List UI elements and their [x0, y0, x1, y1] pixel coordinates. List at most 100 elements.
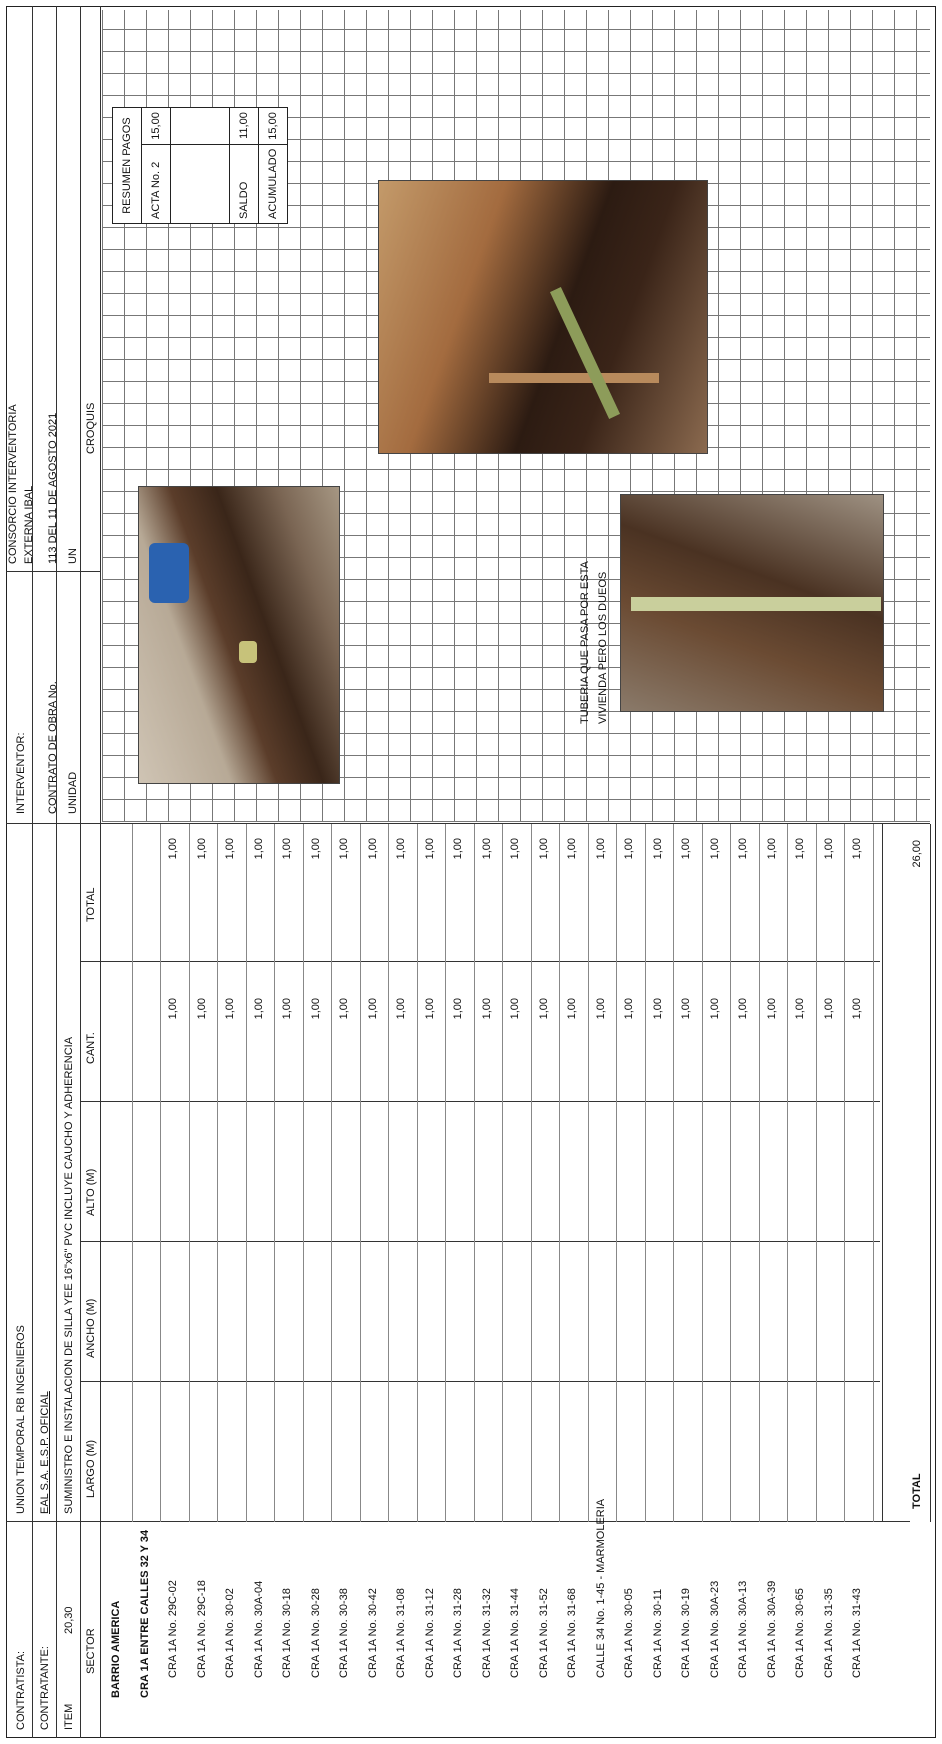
col-croquis: CROQUIS	[85, 402, 97, 454]
row-cant: 1,00	[309, 998, 322, 1020]
item-label: ITEM	[63, 1703, 75, 1730]
row-sector: CRA 1A No. 30-65	[794, 1588, 806, 1678]
unidad-value: UN	[67, 548, 79, 564]
total-value: 26,00	[911, 840, 923, 868]
item-value: 20,30	[63, 1606, 75, 1634]
row-sector: CRA 1A No. 30-38	[338, 1588, 350, 1678]
pipe	[549, 287, 621, 419]
row-cant: 1,00	[167, 998, 179, 1020]
row-cant: 1,00	[566, 998, 578, 1020]
annotation-line-2: VIVIENDA PERO LOS DUEOS	[597, 571, 609, 724]
pipe-fitting	[239, 641, 257, 663]
photo-trench-2	[378, 180, 708, 454]
row-cant: 1,00	[395, 998, 407, 1020]
col-cant: CANT.	[85, 1032, 97, 1064]
header-divider	[6, 571, 100, 572]
row-cant: 1,00	[623, 998, 635, 1020]
row-sector: CRA 1A No. 31-12	[423, 1588, 436, 1678]
row-cant: 1,00	[509, 998, 521, 1020]
row-total: 1,00	[452, 838, 464, 860]
summary-title: RESUMEN PAGOS	[112, 107, 142, 224]
wood-post	[489, 373, 659, 383]
row-sector: CRA 1A No. 30A-39	[765, 1580, 778, 1678]
total-rule	[930, 824, 931, 1522]
row-sector: CRA 1A ENTRE CALLES 32 Y 34	[138, 1529, 151, 1698]
row-cant: 1,00	[224, 998, 236, 1020]
col-total: TOTAL	[85, 887, 97, 922]
item-description: SUMINISTRO E INSTALACION DE SILLA YEE 16…	[63, 1036, 75, 1514]
contratista-label: CONTRATISTA:	[15, 1650, 27, 1730]
row-sector: CRA 1A No. 30A-23	[708, 1580, 721, 1678]
row-sector: CRA 1A No. 31-32	[480, 1588, 493, 1678]
row-sector: CRA 1A No. 30-42	[366, 1588, 379, 1678]
row-cant: 1,00	[252, 998, 265, 1020]
row-total: 1,00	[509, 838, 521, 860]
table-row: CRA 1A ENTRE CALLES 32 Y 34	[133, 824, 161, 1738]
row-sector: CRA 1A No. 30-28	[309, 1588, 322, 1678]
saldo-label: SALDO	[229, 144, 259, 224]
row-sector: CRA 1A No. 31-35	[822, 1588, 835, 1678]
row-sector: CALLE 34 No. 1-45 - MARMOLERIA	[594, 1498, 607, 1678]
row-cant: 1,00	[281, 998, 293, 1020]
table-row: CRA 1A No. 31-44 1,00 1,00	[503, 824, 532, 1738]
summary-blank	[170, 144, 230, 224]
row-total: 1,00	[566, 838, 578, 860]
col-sector: SECTOR	[85, 1628, 97, 1674]
row-sector: CRA 1A No. 30-02	[224, 1588, 236, 1678]
row-cant: 1,00	[651, 998, 664, 1020]
row-sector: CRA 1A No. 31-52	[537, 1588, 550, 1678]
row-total: 1,00	[737, 838, 749, 860]
header-rule	[32, 6, 33, 1738]
acta-value: 15,00	[141, 107, 171, 145]
row-total: 1,00	[281, 838, 293, 860]
row-total: 1,00	[765, 838, 778, 860]
row-total: 1,00	[480, 838, 493, 860]
row-sector: BARRIO AMERICA	[110, 1600, 122, 1698]
row-total: 1,00	[395, 838, 407, 860]
row-sector: CRA 1A No. 30-18	[281, 1588, 293, 1678]
row-total: 1,00	[252, 838, 265, 860]
row-sector: CRA 1A No. 31-44	[509, 1588, 521, 1678]
summary-blank	[170, 107, 230, 145]
contrato-label: CONTRATO DE OBRA No.	[47, 681, 59, 814]
row-sector: CRA 1A No. 31-68	[566, 1588, 578, 1678]
row-total: 1,00	[594, 838, 607, 860]
data-rows: BARRIO AMERICA CRA 1A ENTRE CALLES 32 Y 3…	[104, 824, 884, 1738]
row-rule	[872, 824, 874, 1522]
contratante-label: CONTRATANTE:	[39, 1646, 51, 1730]
blue-object	[149, 543, 189, 603]
row-sector: CRA 1A No. 30-11	[651, 1588, 664, 1678]
photo-trench-3	[620, 494, 884, 712]
row-total: 1,00	[167, 838, 179, 860]
row-cant: 1,00	[851, 998, 863, 1020]
total-label: TOTAL	[911, 1473, 923, 1509]
row-total: 1,00	[537, 838, 550, 860]
row-total: 1,00	[708, 838, 721, 860]
row-sector: CRA 1A No. 29C-02	[167, 1580, 179, 1678]
interventor-value-2: EXTERNA IBAL	[23, 485, 35, 564]
interventor-label: INTERVENTOR:	[15, 732, 27, 815]
row-total: 1,00	[338, 838, 350, 860]
header-rule	[80, 6, 81, 1738]
header-rule	[100, 6, 101, 1738]
row-total: 1,00	[366, 838, 379, 860]
row-cant: 1,00	[794, 998, 806, 1020]
